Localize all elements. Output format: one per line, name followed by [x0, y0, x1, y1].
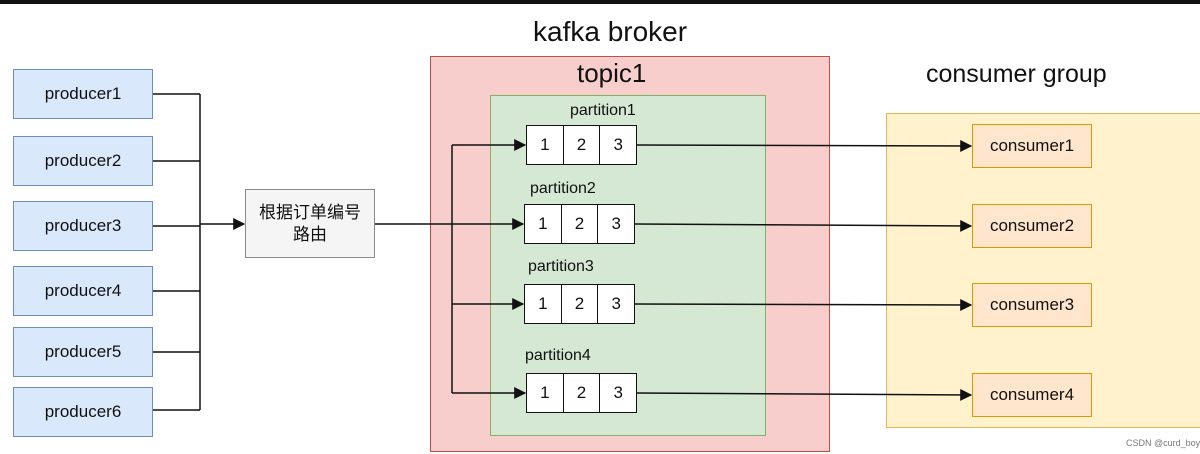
watermark: CSDN @curd_boy	[1126, 438, 1200, 448]
partition-label: partition1	[570, 102, 636, 119]
partition-queue: 1 2 3	[524, 284, 635, 324]
partition-label: partition4	[525, 347, 591, 364]
to-consumer1-arrow	[636, 139, 973, 152]
partition-queue: 1 2 3	[526, 125, 637, 165]
to-consumer3-arrow	[634, 298, 973, 311]
producer-label: producer4	[44, 281, 122, 300]
consumer-node: consumer3	[972, 283, 1092, 327]
message-slot: 3	[613, 135, 623, 154]
message-slot: 2	[564, 126, 601, 164]
message-slot: 2	[564, 374, 601, 412]
top-border	[0, 0, 1200, 4]
partition-queue: 1 2 3	[524, 204, 635, 244]
producer-label: producer5	[44, 342, 122, 361]
producer-label: producer1	[44, 84, 122, 103]
consumer-node: consumer2	[972, 204, 1092, 248]
consumer-label: consumer4	[989, 385, 1075, 404]
message-slot: 3	[611, 214, 621, 233]
partition-queue: 1 2 3	[526, 373, 637, 413]
message-slot: 3	[611, 294, 621, 313]
message-slot: 2	[562, 205, 599, 243]
partition-label: partition3	[528, 258, 594, 275]
producer-node: producer3	[13, 201, 153, 251]
producer-node: producer2	[13, 136, 153, 186]
message-slot: 1	[525, 205, 562, 243]
consumer-node: consumer4	[972, 373, 1092, 417]
producer-node: producer6	[13, 387, 153, 437]
producer-node: producer4	[13, 266, 153, 316]
producer-node: producer1	[13, 69, 153, 119]
router-label-line2: 路由	[293, 224, 327, 244]
router-label-line1: 根据订单编号	[259, 202, 361, 222]
consumer-group-title: consumer group	[926, 60, 1107, 88]
partition-label: partition2	[530, 180, 596, 197]
message-slot: 1	[527, 126, 564, 164]
message-slot: 1	[525, 285, 562, 323]
producer-label: producer2	[44, 151, 122, 170]
message-slot: 3	[613, 383, 623, 402]
to-consumer4-arrow	[636, 388, 973, 401]
producer-label: producer6	[44, 402, 122, 421]
topic-title: topic1	[577, 58, 647, 88]
producer-node: producer5	[13, 327, 153, 377]
message-slot: 2	[562, 285, 599, 323]
broker-title: kafka broker	[533, 16, 688, 47]
consumer-label: consumer1	[989, 136, 1075, 155]
consumer-node: consumer1	[972, 124, 1092, 168]
to-consumer2-arrow	[634, 219, 973, 232]
consumer-label: consumer2	[989, 216, 1075, 235]
message-slot: 1	[527, 374, 564, 412]
consumer-label: consumer3	[989, 295, 1075, 314]
producer-label: producer3	[44, 216, 122, 235]
router-node: 根据订单编号 路由	[245, 189, 375, 258]
